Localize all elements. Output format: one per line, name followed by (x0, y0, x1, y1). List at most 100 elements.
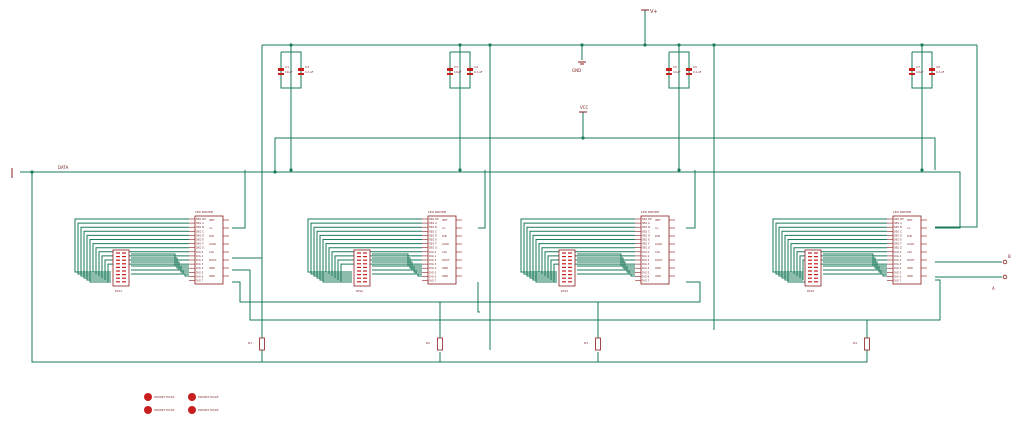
chip-pin-label: DIG 4 (429, 266, 437, 270)
capacitor-symbol (909, 68, 915, 71)
chip-pin-label: SEG D (196, 233, 204, 237)
chip-pin-label: DIG 6 (196, 274, 204, 278)
chip-pin-label: V+ (442, 226, 446, 230)
chip-pin-label: SEG B (894, 225, 902, 229)
chip-pin-label: LOAD (655, 242, 662, 246)
cap-value-label: 0.1uF (693, 70, 702, 74)
chip-pin-label: SEG A (196, 221, 204, 225)
cap-ref-label: C4 (474, 65, 478, 69)
cap-wire (668, 51, 690, 89)
chip-pin-label: DIG 0 (894, 250, 902, 254)
mounting-hole-icon (144, 393, 152, 401)
chip-pin-label: SEG DP (894, 217, 904, 221)
chip-pin-label: SEG C (429, 229, 437, 233)
chip-pin-label: DIN (907, 234, 912, 238)
segment-wire (95, 247, 189, 275)
resistor-body (259, 337, 265, 351)
chip-pin-label: DOUT (907, 258, 915, 262)
mounting-hole-icon (188, 406, 196, 414)
chip-pin-label: DIG 5 (642, 270, 650, 274)
segment-wire (331, 251, 422, 277)
chip-pin-label: DIG 3 (196, 262, 204, 266)
segment-wire (80, 226, 189, 277)
chip-pin-label: SEG G (429, 246, 437, 250)
capacitor-symbol (686, 68, 692, 71)
chip-pin-label: GND (655, 274, 661, 278)
cap-ref-label: C7 (916, 65, 920, 69)
chip-pin-label: DIG 6 (642, 274, 650, 278)
segment-wire (532, 234, 635, 281)
chip-pin-label: GND (907, 274, 913, 278)
data-net-connector: DATA (11, 165, 69, 178)
chip-pin-label: SEG E (196, 238, 204, 242)
chip-pin-label: SEG DP (642, 217, 652, 221)
chip-pin-label: DIG 1 (642, 254, 650, 258)
capacitor-plate (909, 73, 915, 75)
chip-pin-label: SEG A (642, 221, 650, 225)
iset-resistor: R4 (853, 337, 870, 351)
gnd-label: GND (572, 68, 581, 73)
chip-title: LED DRIVER (428, 210, 446, 214)
digit-wire (577, 273, 635, 277)
chip-pin-label: DOUT (442, 258, 450, 262)
segment-wire (799, 255, 887, 279)
seven-segment-display: DIS4 (804, 249, 822, 293)
chip-pin-label: GND (442, 266, 448, 270)
mounting-hole: MOUNT HOLE (144, 406, 174, 414)
digit-wire (131, 269, 189, 275)
chip-pin-label: DIG 4 (642, 266, 650, 270)
chip-pin-label: GND (209, 274, 215, 278)
digit-wire (131, 253, 189, 267)
chip-pin-label: DIG 2 (429, 258, 437, 262)
mounting-hole-icon (144, 406, 152, 414)
chip-pin-label: DIN (209, 234, 214, 238)
vcc-label: VCC (580, 105, 589, 110)
chip-pin-label: SEG C (894, 229, 902, 233)
chip-pin-label: V+ (907, 226, 911, 230)
digit-wire (131, 265, 189, 273)
display-body (558, 249, 576, 287)
capacitor-symbol (298, 68, 304, 71)
cap-value-label: 0.1uF (936, 70, 945, 74)
digit-wire (131, 273, 189, 277)
segment-wire (523, 222, 635, 275)
chip-pin-label: SEG B (642, 225, 650, 229)
chip-pin-label: DIG 1 (894, 254, 902, 258)
segment-wire (322, 239, 422, 283)
chip-pin-label: DIN (442, 234, 447, 238)
capacitor-plate (686, 73, 692, 75)
cap-ref-label: C8 (936, 65, 940, 69)
digit-wire (577, 257, 635, 269)
digit-wire (372, 273, 422, 277)
chip-pin-label: CLK (209, 250, 214, 254)
chip-pin-label: DIG 3 (894, 262, 902, 266)
segment-wire (526, 226, 635, 277)
top-power-label: V+ (650, 9, 658, 15)
chip-pin-label: ISET (655, 218, 661, 222)
chip-pin-label: GND (442, 274, 448, 278)
chip-pin-label: CLK (655, 250, 660, 254)
chip-pin-label: LOAD (442, 242, 449, 246)
capacitor-plate (447, 73, 453, 75)
mounting-hole-label: MOUNT HOLE (154, 408, 174, 412)
chip-pin-label: SEG E (894, 238, 902, 242)
chip-pin-label: V+ (655, 226, 659, 230)
segment-wire (340, 263, 422, 283)
chip-title: LED DRIVER (893, 210, 911, 214)
chip-pin-label: DIG 7 (196, 279, 204, 283)
chip-pin-label: CLK (442, 250, 447, 254)
iset-resistor: R3 (584, 337, 601, 351)
segment-wire (89, 239, 189, 283)
capacitor-symbol (467, 68, 473, 71)
power-rails (20, 22, 1002, 363)
display-label: DIS1 (115, 289, 122, 293)
cap-wire (280, 51, 302, 89)
chip-pin-label: SEG B (196, 225, 204, 229)
resistor-body (595, 337, 601, 351)
digit-wire (823, 265, 887, 273)
mounting-hole-label: MOUNT HOLE (198, 395, 218, 399)
cap-value-label: 10uF (673, 70, 681, 74)
segment-wire (529, 230, 635, 279)
